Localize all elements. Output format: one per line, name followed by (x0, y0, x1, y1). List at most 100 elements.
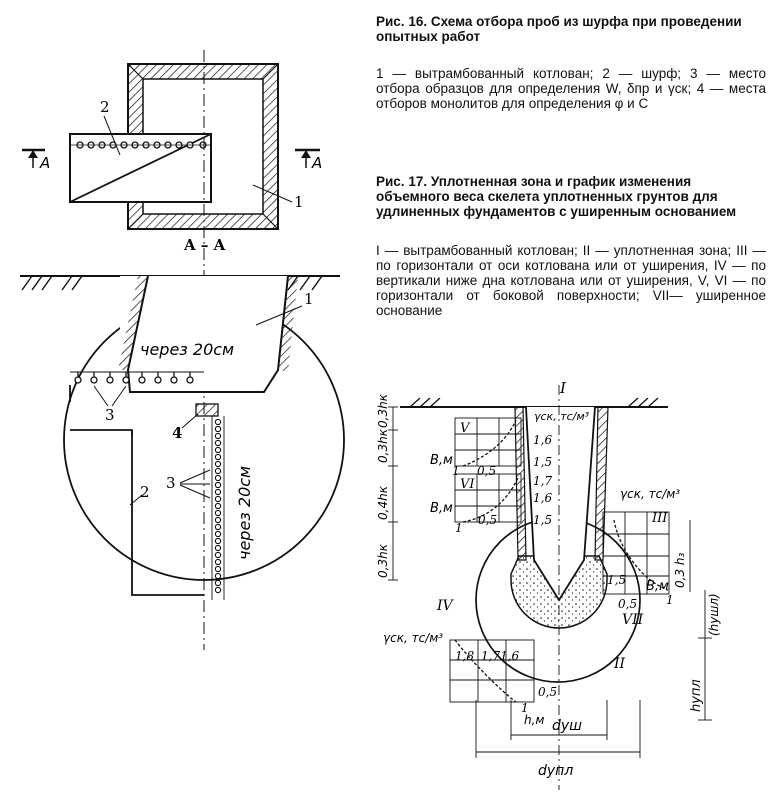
sample-point (214, 502, 222, 510)
fig17-caption-legend: I — вытрамбованный котлован; II — уплотн… (376, 243, 766, 318)
grid-IV (449, 639, 535, 703)
sample-point (214, 516, 222, 524)
sample-point (214, 488, 222, 496)
plan-trench (69, 133, 212, 203)
dim-label-dush: dуш (552, 718, 582, 734)
dim-label-h3: 0,3 h₃ (673, 552, 687, 588)
vertical-sample-column (211, 416, 225, 600)
roman-IV: IV (436, 598, 455, 614)
sample-point (214, 544, 222, 552)
svg-text:0,5: 0,5 (618, 597, 637, 611)
fig17-tick-labels: 1,6 1,5 1,7 1,6 1,5 1 0,5 1 0,5 1,5 0,5 … (452, 433, 674, 715)
plan-label-2: 2 (100, 98, 110, 116)
dim-label-hupl: hупл (689, 679, 704, 712)
sample-point (214, 481, 222, 489)
dim-label-hushl: (hушл) (707, 593, 721, 636)
svg-text:1,5: 1,5 (533, 455, 552, 469)
horizontal-sample-row (70, 371, 204, 384)
sample-point (214, 579, 222, 587)
section-label-left: A (39, 154, 50, 172)
sample-point (214, 565, 222, 573)
b-m-label-1: В,м (430, 453, 453, 468)
roman-II: II (613, 656, 626, 672)
sample-point (214, 474, 222, 482)
roman-I: I (559, 379, 567, 397)
svg-text:1,5: 1,5 (607, 573, 626, 587)
svg-text:1,5: 1,5 (533, 513, 552, 527)
sample-point (214, 446, 222, 454)
dim-label-2: 0,3hк (376, 428, 390, 463)
gamma-right-label: γск, тс/м³ (620, 487, 680, 501)
roman-III: III (651, 511, 668, 526)
dim-label-4: 0,3hк (376, 543, 390, 578)
gamma-top-label: γск, тс/м³ (534, 410, 590, 423)
sample-point (214, 551, 222, 559)
sample-point (214, 558, 222, 566)
svg-text:0,5: 0,5 (538, 685, 557, 699)
spacing-label-horizontal: через 20см (140, 340, 234, 359)
fig16-caption-legend: 1 — вытрамбованный котлован; 2 — шурф; 3… (376, 66, 766, 111)
fig16-caption-title: Рис. 16. Схема отбора проб из шурфа при … (376, 14, 742, 44)
sample-point (214, 460, 222, 468)
sample-point (214, 418, 222, 426)
svg-text:1: 1 (666, 593, 674, 607)
grid-III (602, 511, 670, 595)
sample-point (214, 509, 222, 517)
fig17-caption-title: Рис. 17. Уплотненная зона и график измен… (376, 174, 737, 219)
sample-point (214, 495, 222, 503)
dim-label-1: 0,3hк (376, 393, 390, 428)
section-label-4: 4 (172, 424, 182, 442)
dim-label-dupl: dупл (538, 763, 573, 779)
section-title: A – A (183, 236, 226, 254)
roman-V: V (460, 421, 471, 436)
sample-point (214, 467, 222, 475)
sample-point (214, 439, 222, 447)
sample-point (214, 537, 222, 545)
grid-VI (454, 473, 522, 523)
svg-text:0,5: 0,5 (478, 513, 497, 527)
section-label-1: 1 (304, 290, 314, 308)
roman-VI: VI (460, 477, 475, 492)
fig17-ground (400, 397, 668, 408)
sample-point (214, 572, 222, 580)
section-trench (69, 385, 204, 596)
section-label-2: 2 (140, 483, 150, 501)
svg-text:1: 1 (452, 464, 460, 478)
b-m-label-3: В,м (646, 579, 669, 594)
sample-point (214, 586, 222, 594)
svg-text:1,6: 1,6 (533, 433, 552, 447)
sample-point (214, 432, 222, 440)
fig17-dims-bottom (475, 700, 641, 758)
plan-label-1: 1 (294, 193, 304, 211)
spacing-label-vertical: через 20см (235, 466, 254, 560)
fig17-curves (454, 419, 669, 703)
gamma-left-label: γск, тс/м³ (383, 631, 443, 645)
sample-point (214, 453, 222, 461)
svg-text:0,5: 0,5 (477, 464, 496, 478)
dim-label-3: 0,4hк (376, 485, 390, 520)
section-label-3b: 3 (166, 474, 176, 492)
svg-text:1,8: 1,8 (455, 649, 474, 663)
svg-text:1: 1 (455, 521, 463, 535)
svg-text:1,7: 1,7 (533, 474, 552, 488)
section-pit (118, 275, 298, 393)
sample-point (214, 523, 222, 531)
section-marker-right (295, 148, 320, 168)
section-label-right: A (311, 154, 322, 172)
roman-VII: VII (622, 612, 644, 628)
monolith-block (195, 403, 219, 417)
fig17-dims-left (388, 406, 398, 581)
vertical-sample-points (214, 418, 222, 594)
svg-text:1,6: 1,6 (533, 491, 552, 505)
h-m-label: h,м (524, 713, 544, 727)
sample-point (214, 530, 222, 538)
svg-text:1: 1 (521, 701, 529, 715)
b-m-label-2: В,м (430, 501, 453, 516)
section-label-3a: 3 (105, 406, 115, 424)
svg-text:1,71,6: 1,71,6 (481, 649, 520, 663)
sample-point (214, 425, 222, 433)
fig17-pit (514, 385, 609, 790)
